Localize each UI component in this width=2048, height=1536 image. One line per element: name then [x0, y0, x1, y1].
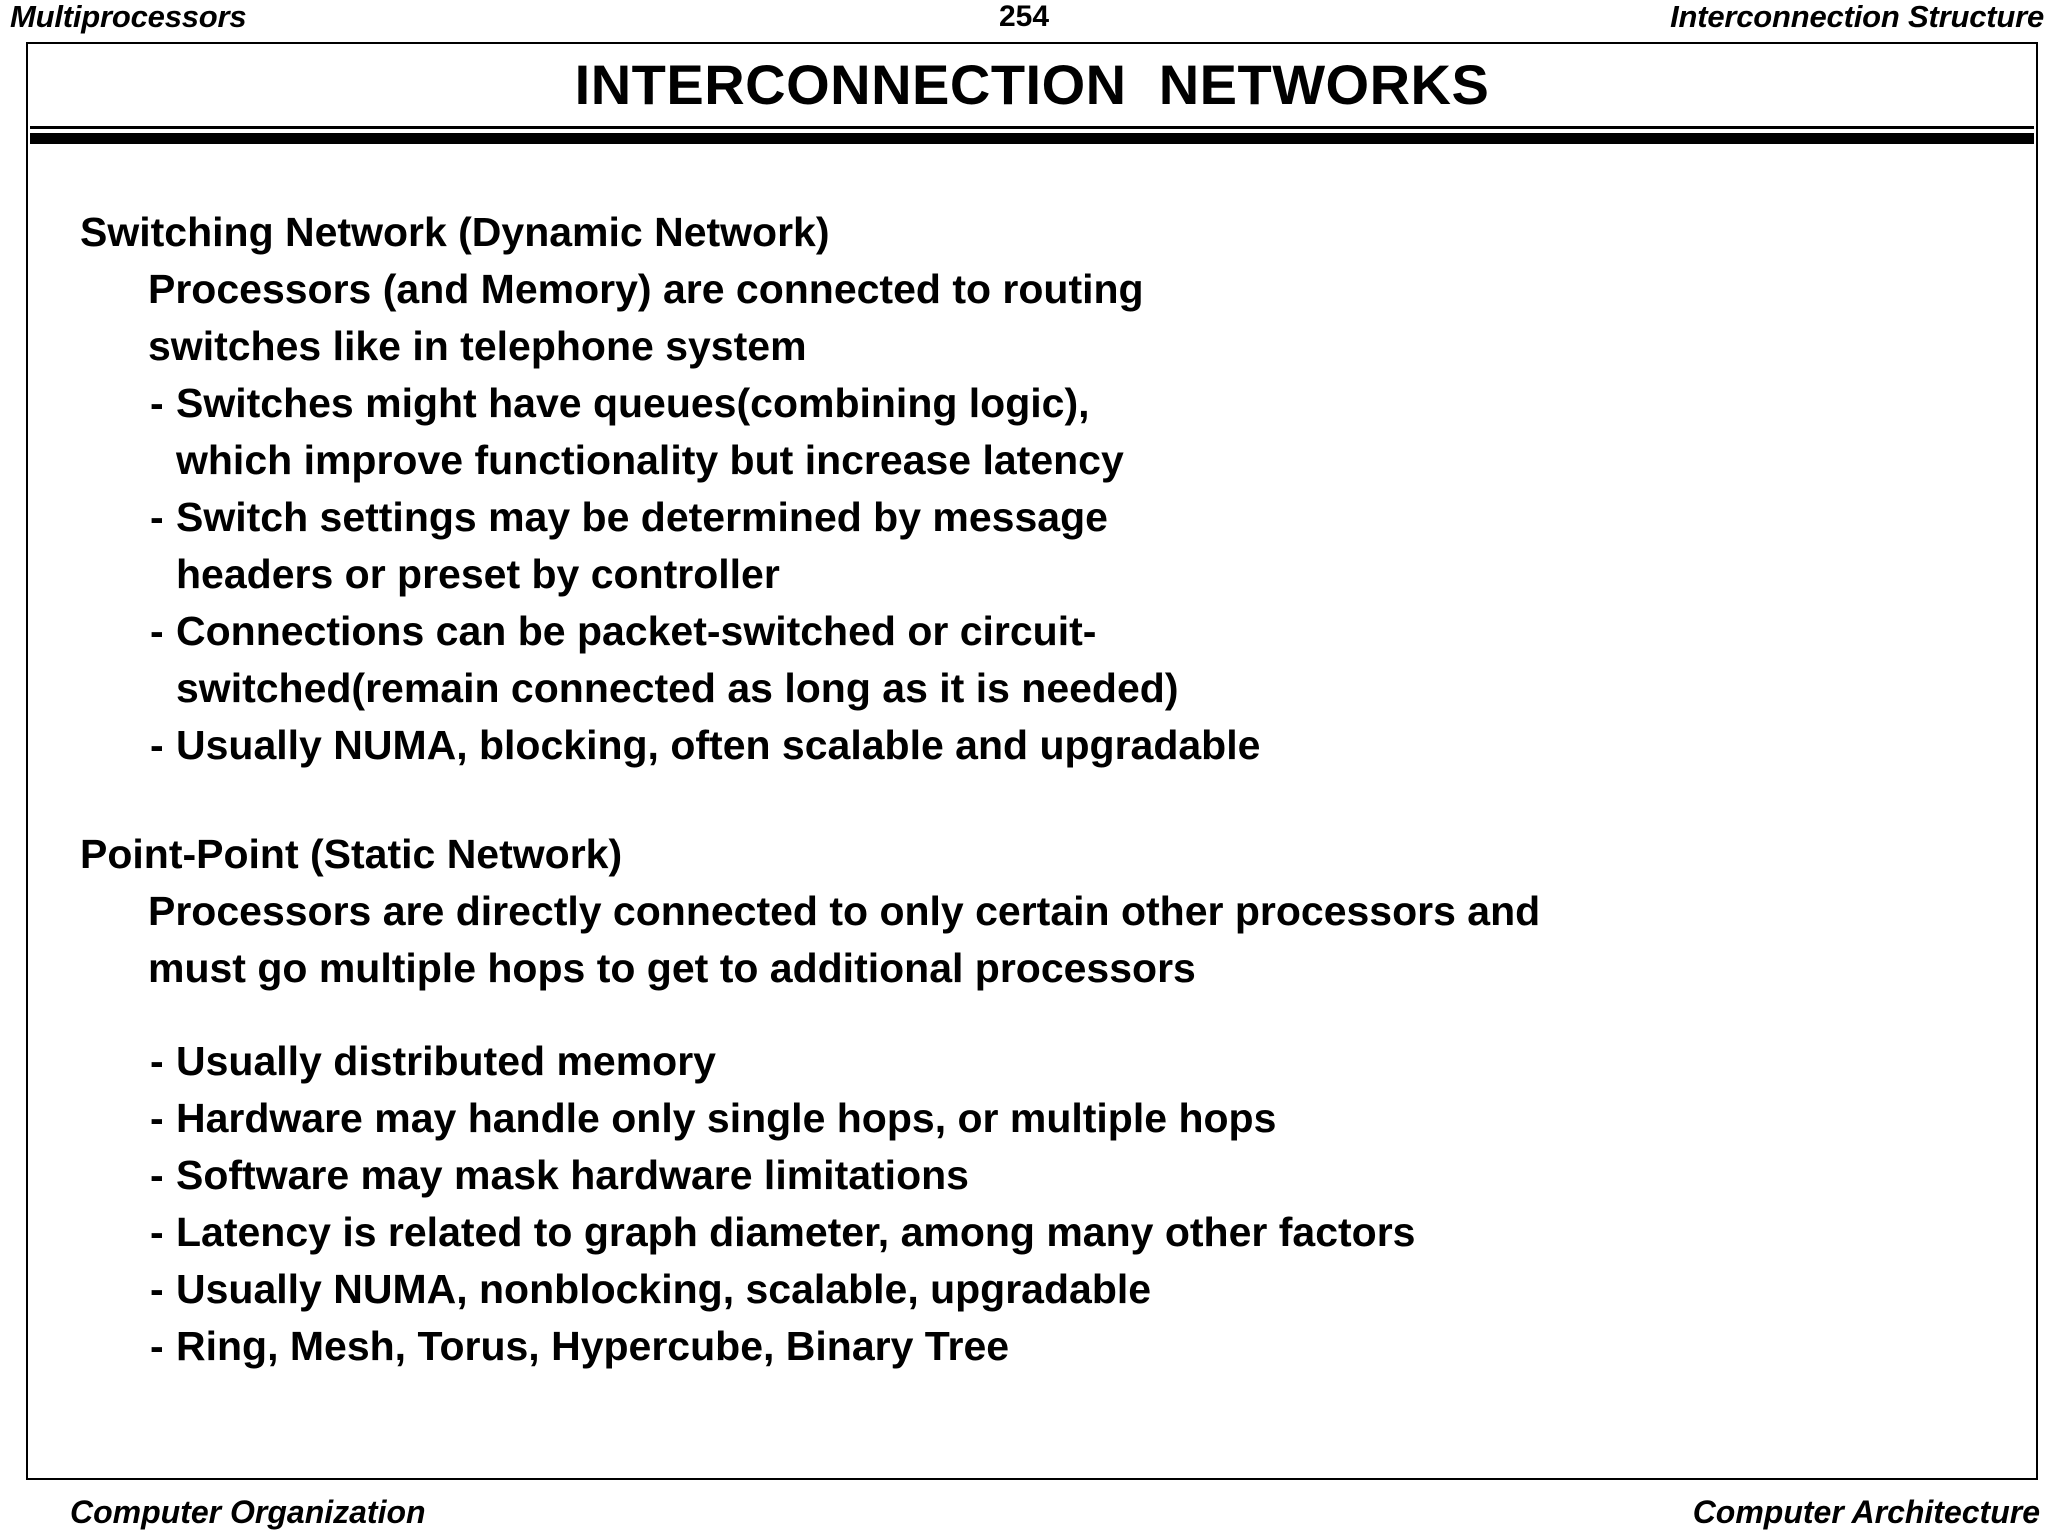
- header-right-label: Interconnection Structure: [1670, 0, 2044, 34]
- footer-right-label: Computer Architecture: [1692, 1494, 2040, 1530]
- list-item-text: Switches might have queues(combining log…: [176, 380, 1090, 426]
- list-item-continuation: headers or preset by controller: [176, 551, 780, 597]
- title-divider-thin: [30, 126, 2034, 129]
- list-item-continuation: which improve functionality but increase…: [176, 437, 1124, 483]
- list-item-text: Usually distributed memory: [176, 1038, 716, 1084]
- list-item: -Connections can be packet-switched or c…: [28, 603, 2036, 660]
- list-item-text: Software may mask hardware limitations: [176, 1152, 969, 1198]
- dash-bullet-icon: -: [150, 1323, 164, 1369]
- list-item: -Usually NUMA, blocking, often scalable …: [28, 717, 2036, 774]
- list-item-continuation: switched(remain connected as long as it …: [176, 665, 1179, 711]
- list-item: -Hardware may handle only single hops, o…: [28, 1090, 2036, 1147]
- section-heading: Switching Network (Dynamic Network): [80, 209, 830, 255]
- list-item-text: Switch settings may be determined by mes…: [176, 494, 1108, 540]
- bullet-list: -Switches might have queues(combining lo…: [28, 375, 2036, 774]
- list-item: -Usually NUMA, nonblocking, scalable, up…: [28, 1261, 2036, 1318]
- running-header: Multiprocessors 254 Interconnection Stru…: [8, 0, 2044, 42]
- list-item: -Software may mask hardware limitations: [28, 1147, 2036, 1204]
- title-divider-thick: [30, 133, 2034, 144]
- running-footer: Computer Organization Computer Architect…: [8, 1494, 2040, 1530]
- section-heading: Point-Point (Static Network): [80, 831, 623, 877]
- dash-bullet-icon: -: [150, 494, 164, 540]
- section-paragraph-line: Processors are directly connected to onl…: [148, 888, 1541, 934]
- dash-bullet-icon: -: [150, 722, 164, 768]
- dash-bullet-icon: -: [150, 1038, 164, 1084]
- list-item: -Latency is related to graph diameter, a…: [28, 1204, 2036, 1261]
- list-item-text: Connections can be packet-switched or ci…: [176, 608, 1097, 654]
- section-spacer: [28, 774, 2036, 826]
- footer-left-label: Computer Organization: [70, 1494, 426, 1530]
- page-title: INTERCONNECTION NETWORKS: [574, 53, 1490, 116]
- bullet-list: -Usually distributed memory -Hardware ma…: [28, 1033, 2036, 1375]
- section-point-point: Point-Point (Static Network) Processors …: [28, 826, 2036, 1375]
- dash-bullet-icon: -: [150, 380, 164, 426]
- list-item-text: Usually NUMA, nonblocking, scalable, upg…: [176, 1266, 1152, 1312]
- title-zone: INTERCONNECTION NETWORKS: [28, 44, 2036, 126]
- title-divider-gap: [28, 129, 2036, 133]
- dash-bullet-icon: -: [150, 1209, 164, 1255]
- section-paragraph-line: Processors (and Memory) are connected to…: [148, 266, 1144, 312]
- section-paragraph-line: must go multiple hops to get to addition…: [148, 945, 1196, 991]
- slide-content-frame: INTERCONNECTION NETWORKS Switching Netwo…: [26, 42, 2038, 1480]
- dash-bullet-icon: -: [150, 608, 164, 654]
- section-switching-network: Switching Network (Dynamic Network) Proc…: [28, 204, 2036, 774]
- list-item-text: Ring, Mesh, Torus, Hypercube, Binary Tre…: [176, 1323, 1010, 1369]
- slide-body: Switching Network (Dynamic Network) Proc…: [28, 144, 2036, 1375]
- list-item-text: Hardware may handle only single hops, or…: [176, 1095, 1277, 1141]
- list-item: -Ring, Mesh, Torus, Hypercube, Binary Tr…: [28, 1318, 2036, 1375]
- list-item-text: Latency is related to graph diameter, am…: [176, 1209, 1416, 1255]
- header-left-label: Multiprocessors: [10, 0, 247, 34]
- dash-bullet-icon: -: [150, 1152, 164, 1198]
- dash-bullet-icon: -: [150, 1266, 164, 1312]
- dash-bullet-icon: -: [150, 1095, 164, 1141]
- list-item: -Usually distributed memory: [28, 1033, 2036, 1090]
- paragraph-spacer: [28, 997, 2036, 1033]
- list-item: -Switch settings may be determined by me…: [28, 489, 2036, 546]
- list-item-text: Usually NUMA, blocking, often scalable a…: [176, 722, 1261, 768]
- list-item: -Switches might have queues(combining lo…: [28, 375, 2036, 432]
- section-paragraph-line: switches like in telephone system: [148, 323, 807, 369]
